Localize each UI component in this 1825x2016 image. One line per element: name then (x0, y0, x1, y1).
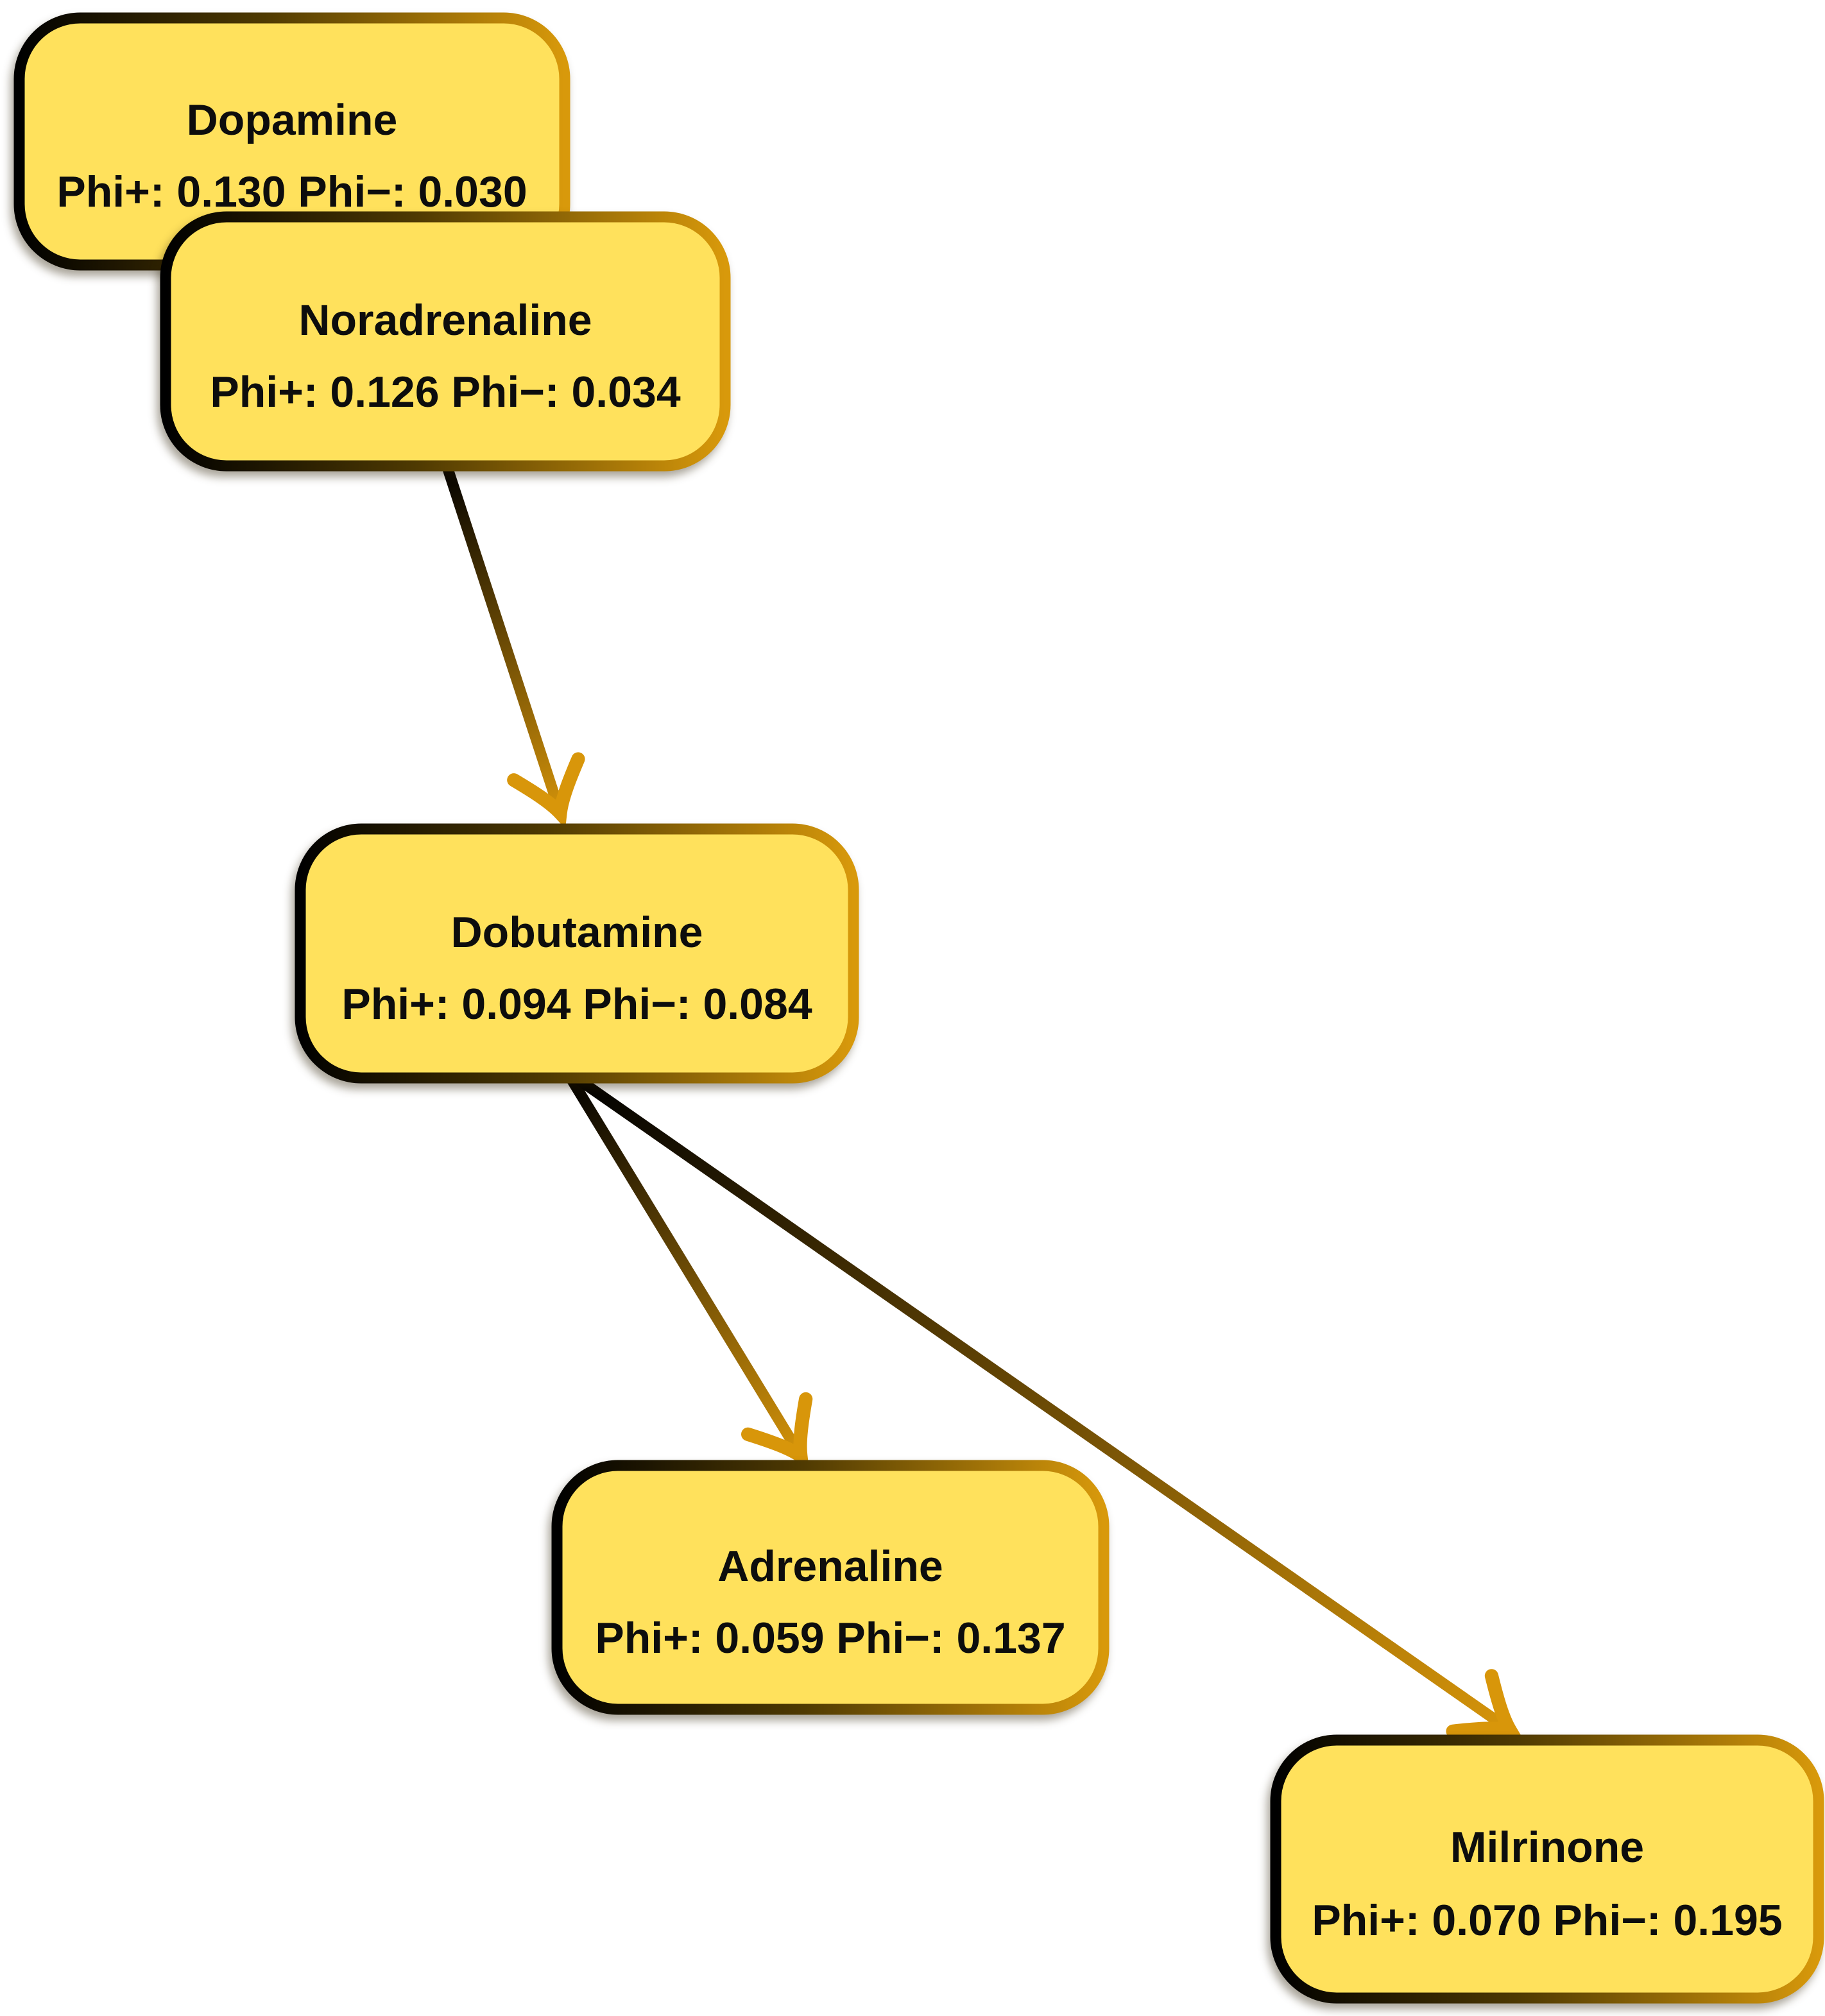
node-dobutamine-phi-values: Phi+: 0.094 Phi−: 0.084 (341, 980, 812, 1029)
edge-noradrenaline-to-dobutamine (440, 457, 585, 829)
node-adrenaline: Adrenaline Phi+: 0.059 Phi−: 0.137 (551, 1460, 1110, 1715)
edge-noradrenaline-to-dobutamine-line (440, 457, 585, 829)
node-noradrenaline-phi-values: Phi+: 0.126 Phi−: 0.034 (210, 368, 680, 416)
node-noradrenaline-label: Noradrenaline (298, 296, 592, 345)
node-adrenaline-box (551, 1460, 1110, 1715)
edge-dobutamine-to-adrenaline-line (564, 1071, 813, 1470)
edge-dobutamine-to-milrinone (569, 1071, 1523, 1739)
edge-dobutamine-to-adrenaline (564, 1071, 813, 1470)
node-dobutamine-box (295, 823, 859, 1084)
node-adrenaline-phi-values: Phi+: 0.059 Phi−: 0.137 (595, 1614, 1065, 1662)
node-milrinone-phi-values: Phi+: 0.070 Phi−: 0.195 (1312, 1896, 1782, 1945)
node-dobutamine: Dobutamine Phi+: 0.094 Phi−: 0.084 (295, 823, 859, 1084)
node-adrenaline-label: Adrenaline (717, 1542, 943, 1591)
node-milrinone-box (1270, 1734, 1824, 2004)
node-milrinone: Milrinone Phi+: 0.070 Phi−: 0.195 (1270, 1734, 1824, 2004)
node-noradrenaline: Noradrenaline Phi+: 0.126 Phi−: 0.034 (160, 211, 731, 472)
node-dobutamine-label: Dobutamine (451, 908, 703, 957)
edge-dobutamine-to-milrinone-line (569, 1071, 1523, 1739)
node-milrinone-label: Milrinone (1450, 1823, 1644, 1872)
node-noradrenaline-box (160, 211, 731, 472)
node-dopamine-phi-values: Phi+: 0.130 Phi−: 0.030 (56, 167, 527, 216)
node-dopamine: Dopamine Phi+: 0.130 Phi−: 0.030 (13, 12, 570, 271)
node-dopamine-label: Dopamine (187, 96, 398, 144)
